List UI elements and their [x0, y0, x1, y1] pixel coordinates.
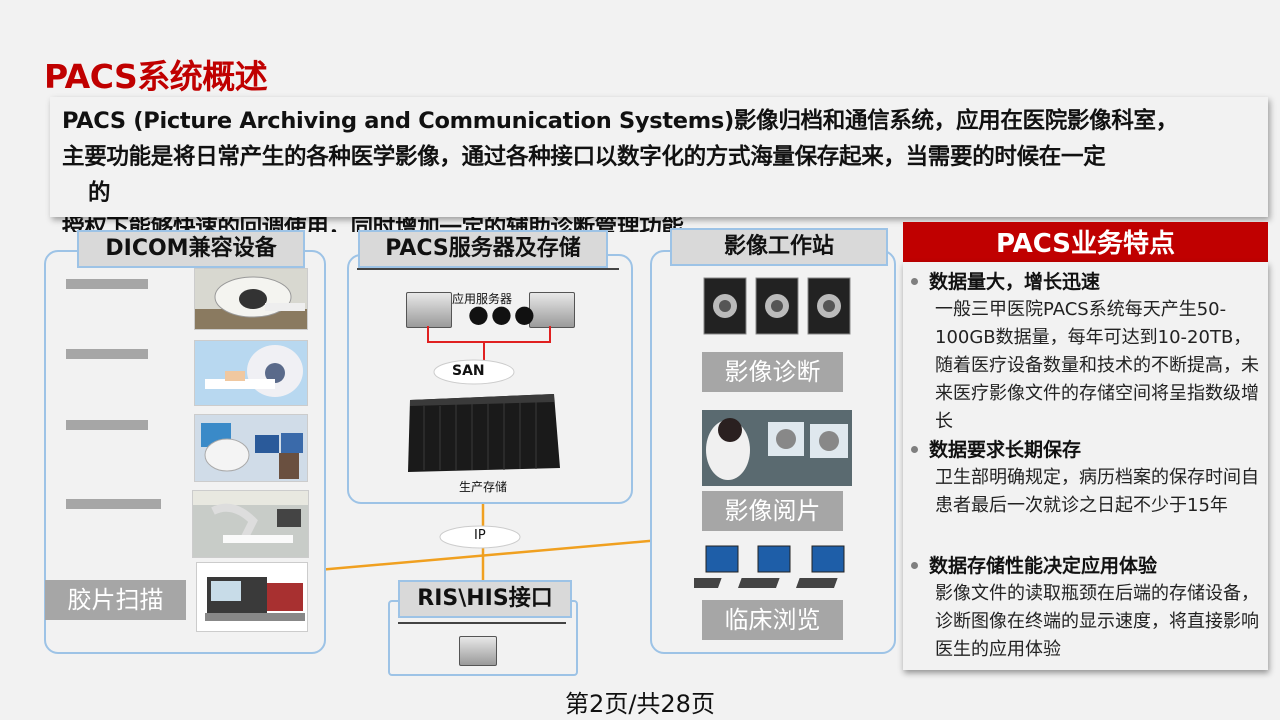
page-title: PACS系统概述	[44, 57, 268, 96]
app-server-label: 应用服务器	[452, 292, 513, 306]
film-scanner-image	[196, 562, 308, 632]
feature-item-2: 数据要求长期保存 卫生部明确规定，病历档案的保存时间自患者最后一次就诊之日起不少…	[911, 436, 1259, 520]
workstation-panel-label: 影像工作站	[670, 228, 888, 266]
intro-line-3: 的	[88, 180, 111, 206]
intro-line-1: PACS (Picture Archiving and Communicatio…	[62, 108, 1178, 134]
clinical-browse-label: 临床浏览	[702, 600, 843, 640]
intro-overflow-line: 授权下能够快速的回调使用，同时增加一定的辅助诊断管理功能。	[62, 215, 706, 232]
clinical-terminals-icon	[694, 545, 845, 588]
reading-label: 影像阅片	[702, 491, 843, 531]
ct-scanner-image	[194, 268, 308, 330]
dicom-to-workstation-line	[317, 538, 661, 572]
san-label: SAN	[452, 363, 485, 379]
page-number: 第2页/共28页	[565, 690, 715, 718]
device-bar-3	[66, 420, 148, 430]
feature-body-2: 卫生部明确规定，病历档案的保存时间自患者最后一次就诊之日起不少于15年	[935, 467, 1259, 516]
feature-title-1: 数据量大，增长迅速	[929, 271, 1101, 293]
app-server-left-icon	[406, 292, 452, 328]
reading-room-image	[702, 410, 852, 486]
feature-body-3: 影像文件的读取瓶颈在后端的存储设备，诊断图像在终端的显示速度，将直接影响医生的应…	[935, 583, 1259, 660]
ris-rail	[398, 622, 566, 624]
intro-box: PACS (Picture Archiving and Communicatio…	[50, 97, 1268, 217]
ris-panel-label: RIS\HIS接口	[398, 580, 572, 618]
dr-room-image	[194, 414, 308, 482]
ris-server-icon	[459, 636, 497, 666]
features-header: PACS业务特点	[903, 222, 1268, 262]
bullet-icon	[911, 446, 918, 453]
feature-body-1: 一般三甲医院PACS系统每天产生50-100GB数据量，每年可达到10-20TB…	[935, 299, 1259, 432]
feature-title-2: 数据要求长期保存	[929, 439, 1082, 461]
more-servers-dots: ●●●	[468, 300, 537, 328]
pacs-panel-label: PACS服务器及存储	[358, 230, 608, 268]
intro-line-2: 主要功能是将日常产生的各种医学影像，通过各种接口以数字化的方式海量保存起来，当需…	[62, 144, 1106, 170]
features-box: 数据量大，增长迅速 一般三甲医院PACS系统每天产生50-100GB数据量，每年…	[903, 262, 1268, 670]
mri-scanner-image	[194, 340, 308, 406]
angiography-image	[192, 490, 309, 558]
ip-label: IP	[474, 528, 486, 543]
ip-cloud-icon	[439, 525, 521, 549]
feature-item-1: 数据量大，增长迅速 一般三甲医院PACS系统每天产生50-100GB数据量，每年…	[911, 268, 1259, 436]
san-cloud-icon	[433, 359, 515, 385]
storage-label: 生产存储	[459, 480, 508, 494]
film-scan-label: 胶片扫描	[45, 580, 186, 620]
server-rail	[357, 268, 619, 270]
device-bar-1	[66, 279, 148, 289]
san-links	[427, 326, 551, 362]
feature-title-3: 数据存储性能决定应用体验	[929, 555, 1158, 577]
diagnosis-label: 影像诊断	[702, 352, 843, 392]
feature-item-3: 数据存储性能决定应用体验 影像文件的读取瓶颈在后端的存储设备，诊断图像在终端的显…	[911, 552, 1259, 664]
dicom-panel-label: DICOM兼容设备	[77, 230, 305, 268]
storage-array-icon	[408, 394, 560, 472]
device-bar-4	[66, 499, 161, 509]
bullet-icon	[911, 562, 918, 569]
app-server-right-icon	[529, 292, 575, 328]
bullet-icon	[911, 278, 918, 285]
device-bar-2	[66, 349, 148, 359]
diagnosis-monitors-icon	[703, 277, 851, 335]
intro-text: PACS (Picture Archiving and Communicatio…	[62, 103, 1262, 211]
